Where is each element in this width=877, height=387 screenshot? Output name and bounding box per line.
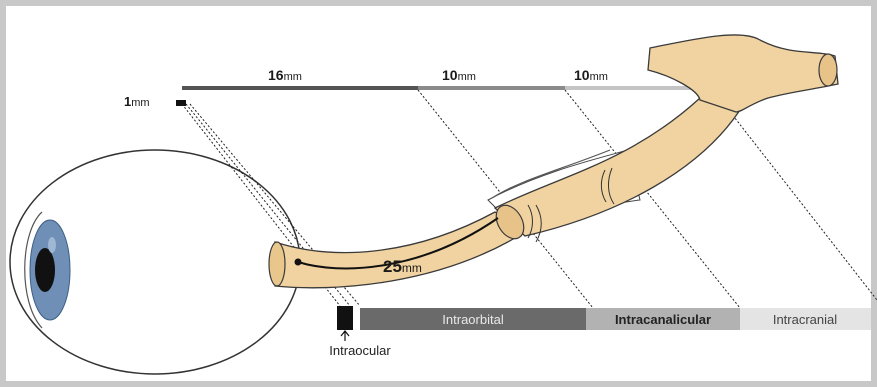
label-intraorbital: Intraorbital — [442, 312, 504, 327]
nerve-entry-cap — [269, 242, 285, 286]
label-intraocular: Intraocular — [329, 343, 391, 358]
iris-highlight — [48, 237, 56, 253]
chiasm-cut-end — [819, 54, 837, 86]
eyeball — [10, 150, 300, 374]
label-intracanalicular: Intracanalicular — [615, 312, 711, 327]
segment-bar: Intraorbital Intracanalicular Intracrani… — [337, 306, 871, 330]
label-intracranial: Intracranial — [773, 312, 837, 327]
intraocular-marker-top — [176, 100, 186, 106]
intraocular-block — [337, 306, 353, 330]
label-1mm: 1mm — [124, 94, 150, 109]
top-scale-bar — [182, 86, 713, 90]
orbital-path-start-dot — [295, 259, 302, 266]
pupil — [35, 248, 55, 292]
scale-segment-1 — [182, 86, 418, 90]
scale-segment-2 — [418, 86, 565, 90]
